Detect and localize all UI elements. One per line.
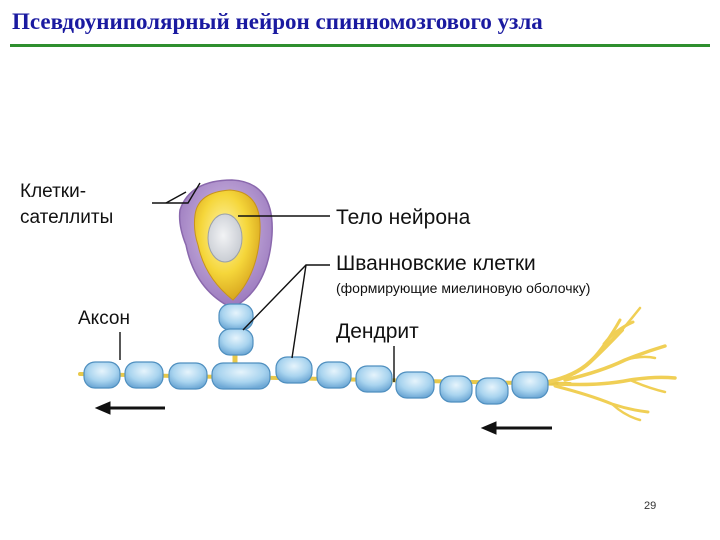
- slide-title: Псевдоуниполярный нейрон спинномозгового…: [12, 9, 543, 34]
- label-neuron-body: Тело нейрона: [336, 206, 471, 229]
- schwann-cell: [275, 356, 313, 384]
- label-satellite-line1: Клетки-: [20, 181, 86, 202]
- dendrite-terminals: [546, 306, 677, 422]
- neuron-body: [193, 189, 261, 301]
- schwann-cell: [168, 362, 208, 390]
- page-number: 29: [644, 500, 656, 512]
- schwann-cells-stem: [218, 303, 254, 356]
- schwann-cell: [124, 361, 164, 389]
- label-schwann: Шванновские клетки: [336, 252, 536, 275]
- nucleus: [207, 213, 243, 263]
- schwann-cell: [83, 361, 121, 389]
- schwann-cell: [355, 365, 393, 393]
- schwann-cell: [218, 328, 254, 356]
- schwann-cell: [395, 371, 435, 399]
- schwann-cell: [218, 303, 254, 331]
- arrow-left-icon: [480, 421, 497, 435]
- leader-lines: [119, 182, 395, 382]
- label-dendrite: Дендрит: [336, 320, 419, 343]
- schwann-cell: [316, 361, 352, 389]
- schwann-cell: [211, 362, 271, 390]
- schwann-cell: [439, 375, 473, 403]
- arrow-left-icon: [94, 401, 111, 415]
- schwann-cell: [475, 377, 509, 405]
- leader-satellite: [152, 182, 201, 204]
- label-satellite-line2: сателлиты: [20, 207, 113, 228]
- schwann-cell: [511, 371, 549, 399]
- title-rule: [10, 44, 710, 47]
- label-schwann-note: (формирующие миелиновую оболочку): [336, 280, 590, 296]
- direction-arrows: [94, 401, 552, 435]
- leader-satellite-b: [165, 191, 187, 204]
- schwann-cells-fiber: [83, 356, 549, 405]
- leader-schwann-b: [291, 264, 307, 359]
- label-axon: Аксон: [78, 308, 130, 329]
